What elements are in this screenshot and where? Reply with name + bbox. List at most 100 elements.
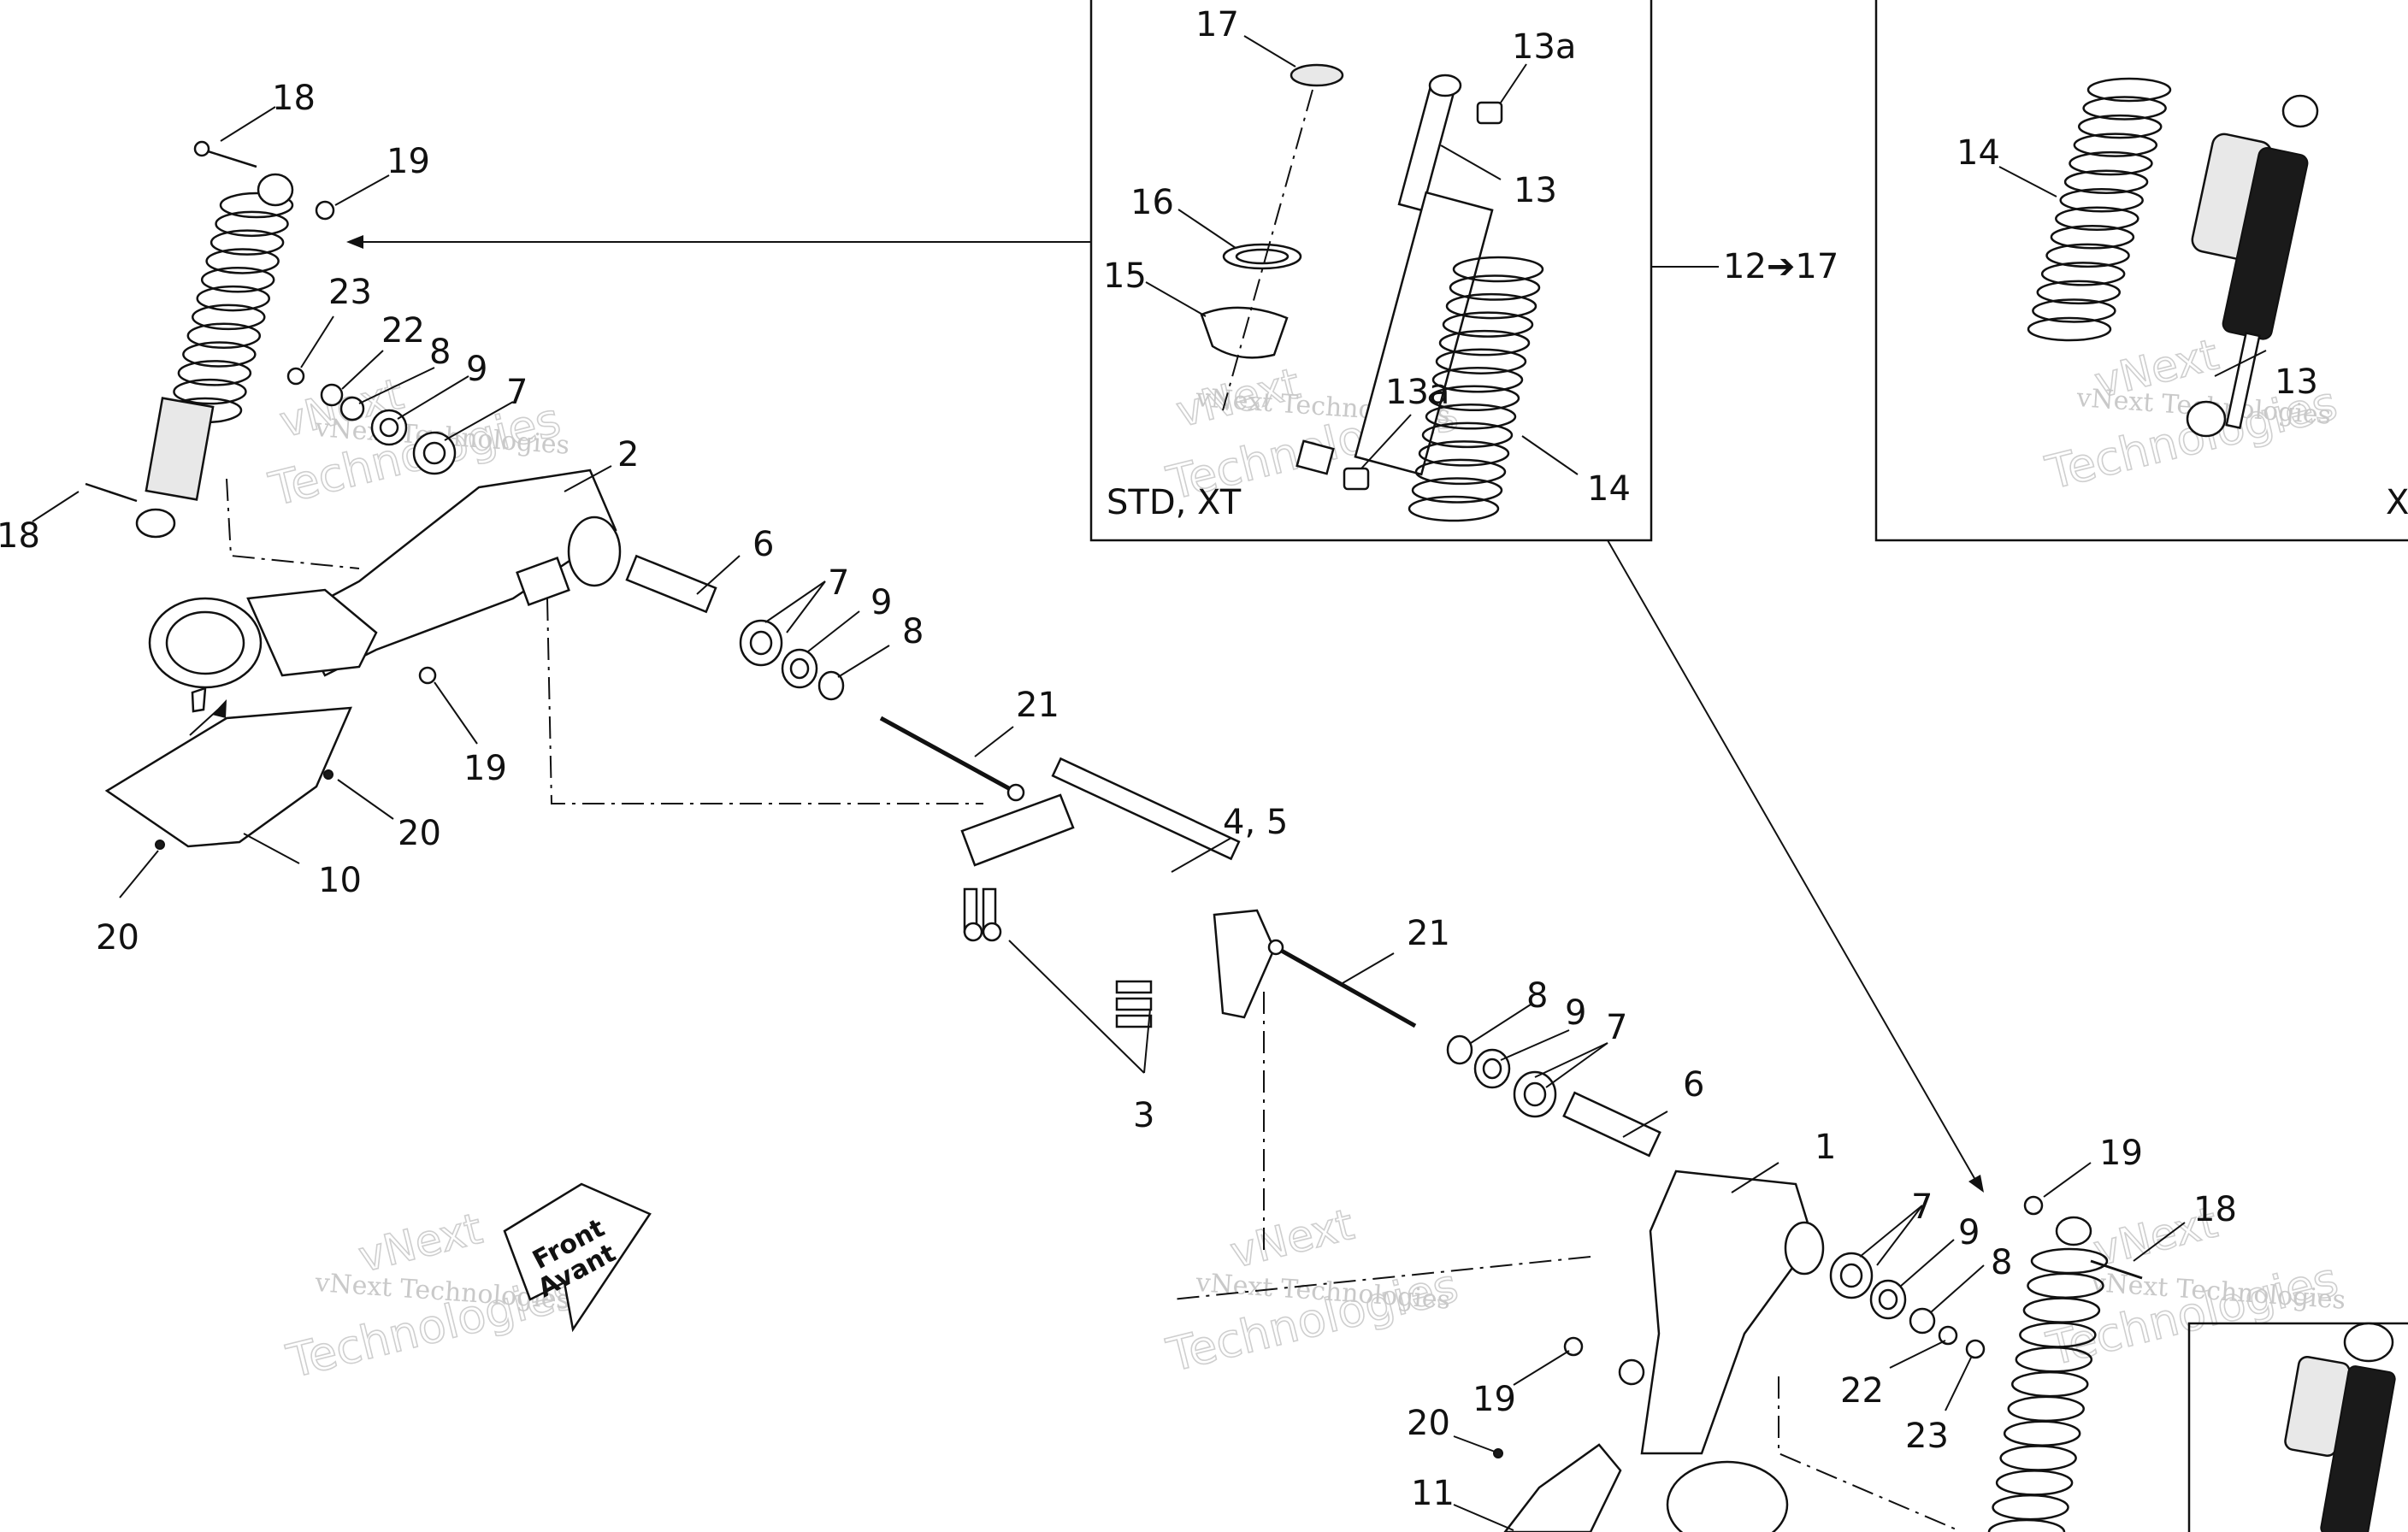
spring-coil xyxy=(2069,150,2153,176)
label-23b: 23 xyxy=(1905,1417,1949,1456)
bolts-3b xyxy=(1115,980,1153,1028)
spring-coil xyxy=(2036,280,2122,305)
spring-coil xyxy=(1438,329,1531,356)
leader-line xyxy=(341,350,384,390)
bearing-inner xyxy=(1839,1263,1863,1288)
spring-coil xyxy=(2040,262,2126,286)
spring-coil xyxy=(1999,1445,2077,1471)
washer-8c xyxy=(1446,1034,1473,1065)
pivot-bolt-21 xyxy=(879,716,1015,793)
leader-line xyxy=(786,580,826,633)
spring-coil xyxy=(2003,1420,2081,1447)
leader-line xyxy=(1545,1042,1608,1088)
spring-coil xyxy=(205,248,280,274)
bearing-inner xyxy=(749,630,773,656)
leader-line xyxy=(2133,1222,2186,1262)
bracket-left xyxy=(960,793,1075,867)
swing-arm-body xyxy=(293,468,617,677)
part-labels: 18 19 23 22 8 9 7 18 2 6 7 9 8 19 20 10 … xyxy=(0,5,2318,1513)
spring-coil xyxy=(2045,243,2130,268)
spring-coil xyxy=(177,360,252,386)
leader-line xyxy=(1930,1264,1985,1313)
bolt-head xyxy=(193,140,210,157)
spring-coil xyxy=(1411,477,1503,504)
x-inset-parts xyxy=(2027,77,2319,438)
bolt xyxy=(1115,1014,1153,1028)
leader-line xyxy=(564,465,612,492)
shock-lower-eye xyxy=(1295,439,1335,475)
label-18-lower: 18 xyxy=(0,516,40,556)
shock-body-left xyxy=(145,397,215,501)
spring-coil xyxy=(215,210,289,238)
seal-inner xyxy=(789,657,810,680)
spring-coil xyxy=(1442,311,1534,338)
label-6b: 6 xyxy=(1683,1065,1704,1105)
shock-shaft xyxy=(2225,332,2261,429)
spring-coil xyxy=(210,229,285,256)
shock-upper-eye xyxy=(2343,1322,2394,1363)
leader-line xyxy=(696,555,741,595)
label-20c: 20 xyxy=(1407,1404,1450,1443)
label-21: 21 xyxy=(1016,686,1059,725)
leader-line xyxy=(1177,209,1236,249)
label-19b: 19 xyxy=(463,749,507,788)
leader-line xyxy=(1998,166,2057,197)
bearing-inner xyxy=(422,441,446,465)
leader-line xyxy=(444,401,514,441)
label-8: 8 xyxy=(429,333,451,372)
dash-guide xyxy=(546,598,983,804)
spring-coil xyxy=(1992,1494,2069,1521)
inset-label-std-xt: STD, XT xyxy=(1107,483,1242,522)
spring-coil xyxy=(2073,133,2158,157)
shock-absorber-x xyxy=(2186,94,2319,438)
leader-line xyxy=(807,610,860,652)
label-20b: 20 xyxy=(96,918,139,958)
shock-upper-eye-left xyxy=(257,173,294,207)
left-pivot-hardware xyxy=(625,554,1025,802)
leader-line xyxy=(243,833,300,864)
leader-line xyxy=(358,367,435,404)
label-21b: 21 xyxy=(1407,914,1450,953)
leader-line xyxy=(1440,144,1502,180)
swing-arm-bracket xyxy=(516,557,570,606)
inset-std-xt: STD, XT xyxy=(1089,0,1653,542)
label-14b: 14 xyxy=(1956,133,2000,173)
right-shock-assembly xyxy=(1987,1216,2109,1532)
watermark-big-1: vNext xyxy=(1225,1199,1359,1278)
right-pivot-hardware xyxy=(1267,939,1661,1158)
leader-line xyxy=(1500,1029,1570,1061)
leader-line xyxy=(1945,1357,1972,1411)
label-8c: 8 xyxy=(1526,976,1548,1016)
leader-line xyxy=(300,315,334,368)
leader-line xyxy=(434,681,478,745)
swing-arm-pivot-tube xyxy=(567,516,622,587)
leader-line xyxy=(1008,940,1145,1074)
left-hardware xyxy=(286,367,457,475)
label-14: 14 xyxy=(1587,469,1631,509)
label-7d: 7 xyxy=(1911,1187,1933,1227)
spring-seat-upper xyxy=(1290,63,1344,87)
spring-coil xyxy=(219,192,294,219)
swing-arm-right-pivot xyxy=(1784,1221,1825,1276)
leader-line xyxy=(764,580,826,623)
bolt-18b xyxy=(2090,1259,2143,1280)
spring-coil xyxy=(196,285,270,312)
spring-coil xyxy=(1428,385,1520,412)
inset-callout-arrows xyxy=(346,235,1984,1193)
shock-rod-upper xyxy=(1397,79,1457,212)
swing-arm-mid xyxy=(246,588,378,677)
swing-arm-right-hub xyxy=(1666,1460,1789,1532)
leader-line xyxy=(1889,1340,1946,1369)
label-10: 10 xyxy=(318,861,362,900)
nut-23 xyxy=(286,367,305,386)
bolt-18-lower xyxy=(85,482,138,503)
leader-line xyxy=(189,709,219,736)
swing-arm-right-body xyxy=(1640,1170,1815,1455)
washer-22b xyxy=(1938,1325,1958,1346)
bushing-13a-top xyxy=(1476,101,1503,125)
spring-coil xyxy=(1452,256,1544,283)
inset-box-x xyxy=(1874,0,2408,542)
label-7c: 7 xyxy=(1606,1008,1627,1047)
shock-lower-eye xyxy=(2186,400,2227,438)
dash-guide xyxy=(1778,1376,1959,1531)
